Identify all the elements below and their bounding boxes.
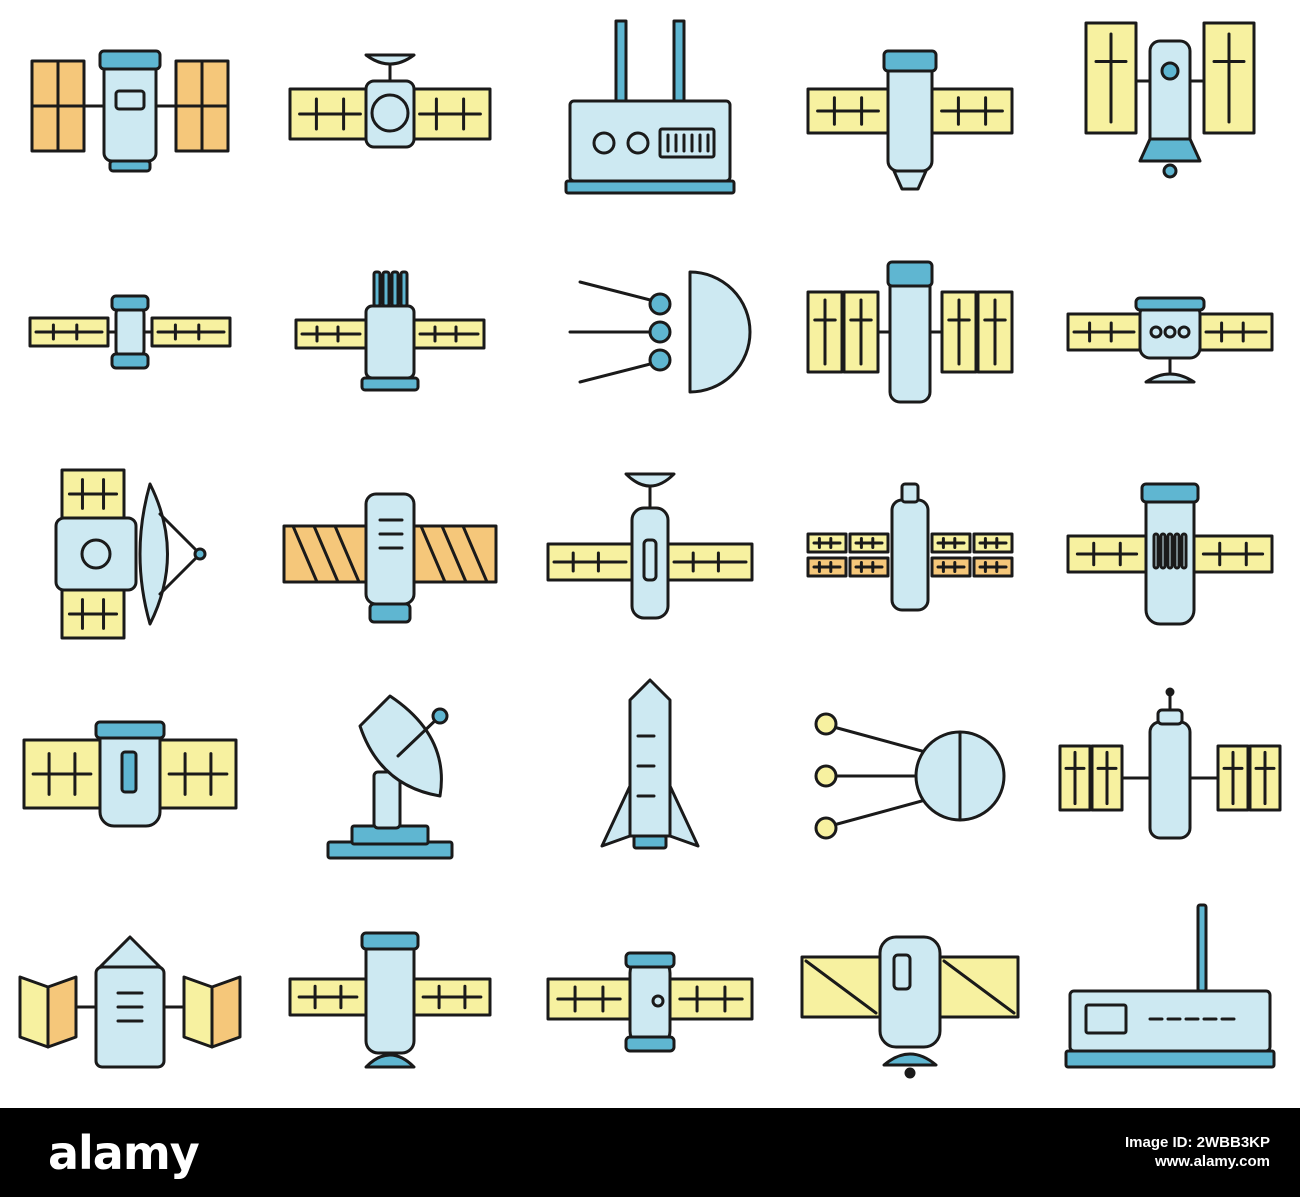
satellite-dish-top-icon — [288, 53, 492, 149]
cell-7 — [260, 222, 520, 444]
satellite-split-panels-icon — [806, 482, 1014, 612]
cell-23 — [520, 886, 780, 1108]
cell-16 — [0, 665, 260, 887]
cell-14 — [780, 443, 1040, 665]
ground-radar-dish-icon — [326, 694, 454, 860]
cell-24 — [780, 886, 1040, 1108]
cell-3 — [520, 0, 780, 222]
satellite-long-wings-icon — [28, 294, 232, 370]
cell-9 — [780, 222, 1040, 444]
satellite-compact-icon — [22, 720, 238, 828]
satellite-quad-panels-icon — [1058, 687, 1282, 840]
satellite-vertical-panels-icon — [1084, 21, 1256, 179]
ground-station-receiver-icon — [1064, 903, 1276, 1069]
site-url-text: www.alamy.com — [1154, 1152, 1270, 1170]
satellite-module-icon — [806, 49, 1014, 191]
image-meta: Image ID: 2WBB3KP www.alamy.com — [1125, 1134, 1270, 1172]
satellite-folded-panels-icon — [18, 935, 242, 1069]
cell-12 — [260, 443, 520, 665]
satellite-capsule-icon — [546, 951, 754, 1053]
cell-11 — [0, 443, 260, 665]
cell-13 — [520, 443, 780, 665]
cell-2 — [260, 0, 520, 222]
cell-25 — [1040, 886, 1300, 1108]
satellite-striped-panels-icon — [282, 492, 498, 624]
cell-1 — [0, 0, 260, 222]
alamy-logo: alamy — [48, 1125, 200, 1180]
cell-21 — [0, 886, 260, 1108]
satellite-dish-cup-icon — [546, 472, 754, 620]
icon-grid — [0, 0, 1300, 1108]
cell-17 — [260, 665, 520, 887]
cell-5 — [1040, 0, 1300, 222]
cell-20 — [1040, 665, 1300, 887]
cell-18 — [520, 665, 780, 887]
cell-4 — [780, 0, 1040, 222]
image-id-text: Image ID: 2WBB3KP — [1124, 1133, 1270, 1151]
satellite-round-base-icon — [288, 931, 492, 1069]
satellite-diagonal-panels-icon — [800, 935, 1020, 1079]
sputnik-three-rods-icon — [568, 270, 752, 394]
cell-6 — [0, 222, 260, 444]
satellite-dish-bottom-icon — [1066, 296, 1274, 384]
satellite-cylinder-icon — [1066, 482, 1274, 626]
satellite-big-dish-icon — [54, 468, 207, 640]
cell-22 — [260, 886, 520, 1108]
cell-19 — [780, 665, 1040, 887]
cell-10 — [1040, 222, 1300, 444]
cell-15 — [1040, 443, 1300, 665]
satellite-square-panels-icon — [30, 49, 230, 173]
watermark-bar: alamy Image ID: 2WBB3KP www.alamy.com — [0, 1108, 1300, 1197]
satellite-double-panels-icon — [806, 260, 1014, 404]
satellite-antenna-array-icon — [294, 270, 486, 392]
cell-8 — [520, 222, 780, 444]
ground-station-router-icon — [564, 19, 736, 195]
sputnik-balls-icon — [814, 712, 1006, 840]
rocket-icon — [600, 678, 700, 850]
